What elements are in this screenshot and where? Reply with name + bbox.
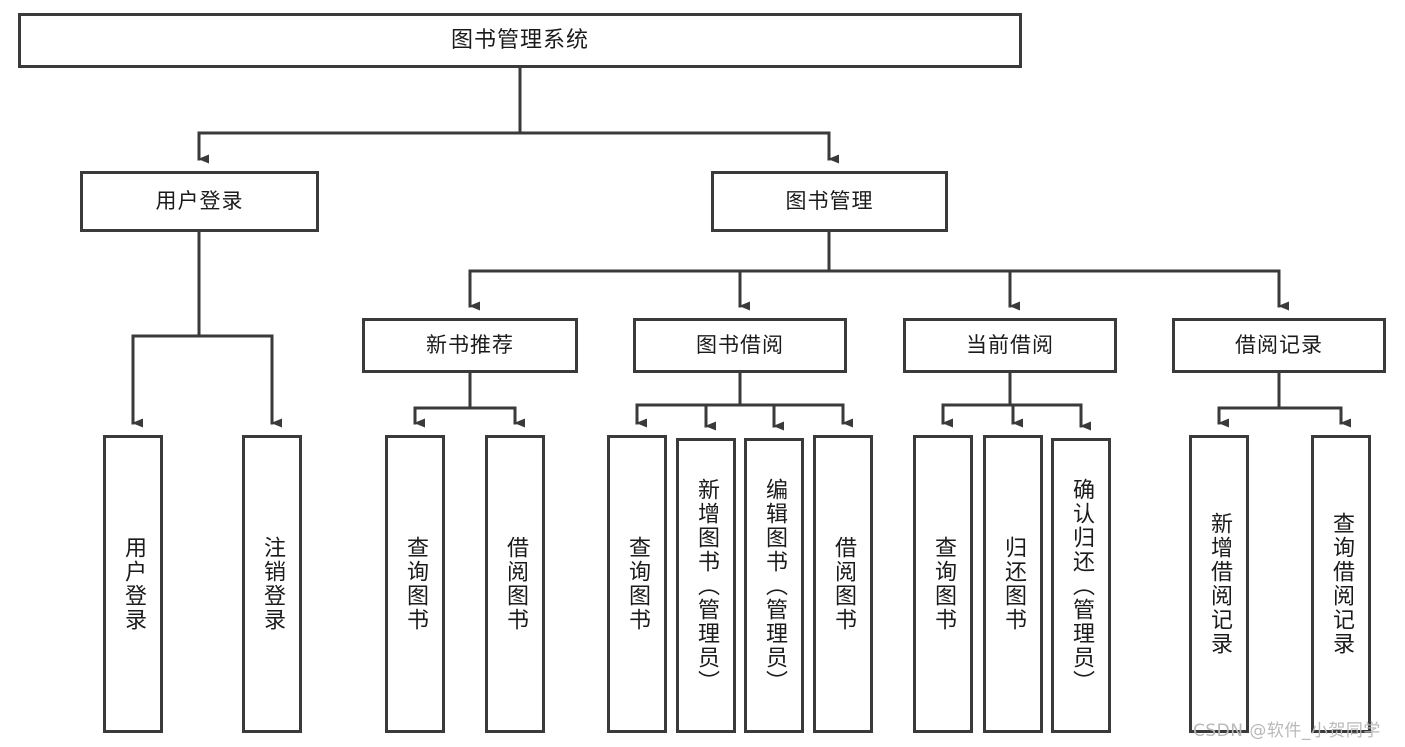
leaf-node-查询图书: 查询图书 [607, 435, 667, 733]
node-label: 借阅图书 [502, 536, 528, 632]
level1-node-用户登录: 用户登录 [80, 171, 319, 232]
leaf-node-用户登录: 用户登录 [103, 435, 163, 733]
node-label: 图书管理系统 [450, 27, 589, 53]
leaf-node-查询图书: 查询图书 [913, 435, 973, 733]
leaf-node-查询图书: 查询图书 [385, 435, 445, 733]
node-label: 查询图书 [930, 536, 956, 632]
node-label: 编辑图书（管理员） [761, 477, 787, 694]
leaf-node-借阅图书: 借阅图书 [813, 435, 873, 733]
leaf-node-借阅图书: 借阅图书 [485, 435, 545, 733]
root-node-图书管理系统: 图书管理系统 [18, 13, 1022, 68]
node-label: 新增图书（管理员） [693, 477, 719, 694]
level2-node-当前借阅: 当前借阅 [903, 318, 1117, 373]
node-label: 注销登录 [259, 536, 285, 632]
node-label: 借阅图书 [830, 536, 856, 632]
node-label: 用户登录 [120, 536, 146, 632]
node-label: 当前借阅 [966, 333, 1054, 357]
node-label: 新书推荐 [426, 333, 514, 357]
node-label: 查询图书 [402, 536, 428, 632]
level2-node-图书借阅: 图书借阅 [633, 318, 847, 373]
leaf-node-新增借阅记录: 新增借阅记录 [1189, 435, 1249, 733]
node-label: 新增借阅记录 [1206, 512, 1232, 656]
node-label: 借阅记录 [1235, 333, 1323, 357]
leaf-node-编辑图书管理员: 编辑图书（管理员） [744, 438, 804, 733]
leaf-node-注销登录: 注销登录 [242, 435, 302, 733]
leaf-node-确认归还管理员: 确认归还（管理员） [1051, 438, 1111, 733]
node-label: 图书借阅 [696, 333, 784, 357]
level1-node-图书管理: 图书管理 [711, 171, 948, 232]
node-label: 查询借阅记录 [1328, 512, 1354, 656]
node-label: 图书管理 [785, 189, 874, 213]
node-label: 归还图书 [1000, 536, 1026, 632]
level2-node-借阅记录: 借阅记录 [1172, 318, 1386, 373]
node-label: 用户登录 [155, 189, 244, 213]
level2-node-新书推荐: 新书推荐 [362, 318, 578, 373]
leaf-node-归还图书: 归还图书 [983, 435, 1043, 733]
leaf-node-新增图书管理员: 新增图书（管理员） [676, 438, 736, 733]
node-label: 确认归还（管理员） [1068, 477, 1094, 694]
leaf-node-查询借阅记录: 查询借阅记录 [1311, 435, 1371, 733]
csdn-watermark: CSDN @软件_小贺同学 [1193, 721, 1381, 741]
node-label: 查询图书 [624, 536, 650, 632]
